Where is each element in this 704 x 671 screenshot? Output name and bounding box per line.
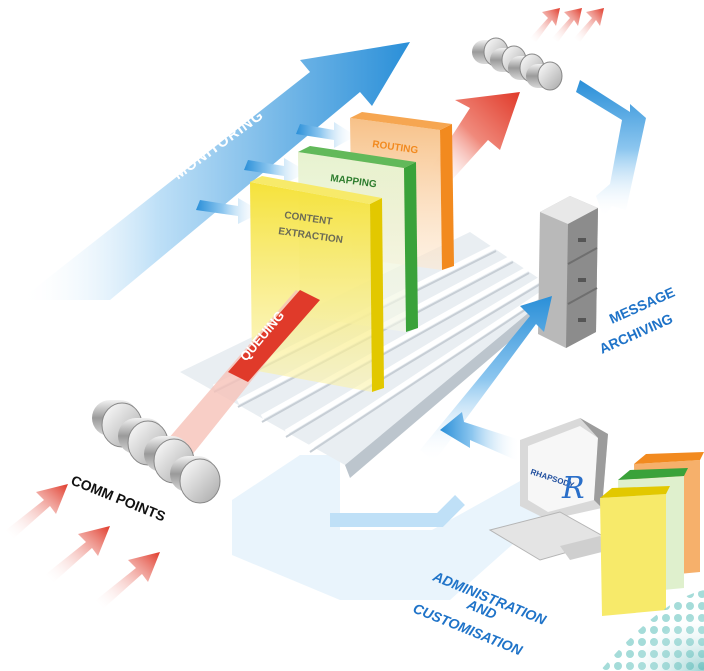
- dotted-corner: [600, 590, 704, 671]
- content-extraction-panel: [250, 176, 384, 392]
- comm-points-cylinders: [92, 400, 221, 504]
- admin-arrow: [440, 412, 520, 462]
- outgoing-arrows: [530, 8, 604, 42]
- comm-points-label: COMM POINTS: [69, 472, 168, 524]
- monitoring-branch-arrows: [196, 122, 356, 224]
- archive-feed-arrow: [576, 80, 646, 218]
- admin-computer: [488, 418, 612, 561]
- incoming-arrows: [6, 484, 160, 608]
- brand-mark: R: [561, 471, 585, 506]
- monitoring-arrow: [20, 42, 410, 300]
- admin-panels: [600, 452, 704, 616]
- archive-cabinet: [538, 196, 598, 348]
- base-track: [232, 455, 540, 600]
- output-cylinders: [472, 37, 563, 91]
- queuing-band: [150, 290, 320, 470]
